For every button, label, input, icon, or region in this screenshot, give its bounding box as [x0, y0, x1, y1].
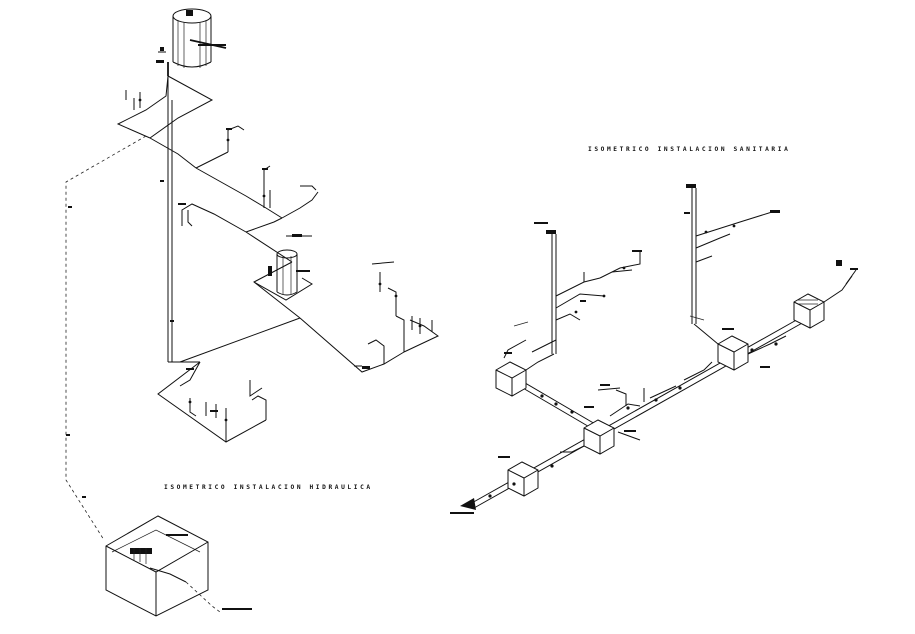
left-downpipe [503, 222, 642, 371]
sanitary-title: ISOMETRICO INSTALACION SANITARIA [588, 146, 790, 153]
registro-4 [717, 335, 749, 371]
water-heater [253, 249, 313, 301]
registro-5 [793, 293, 825, 329]
main-collector [450, 317, 805, 514]
registro-2 [583, 419, 615, 455]
right-downpipe [684, 184, 780, 345]
registro-1 [507, 461, 539, 497]
collector-branches [488, 260, 858, 498]
bottom-distribution [157, 361, 267, 443]
cistern [105, 515, 252, 617]
upper-distribution [116, 75, 319, 263]
supply-line [65, 135, 147, 541]
hydraulic-title: ISOMETRICO INSTALACION HIDRAULICA [164, 484, 373, 491]
hydraulic-isometric: ISOMETRICO INSTALACION HIDRAULICA [65, 8, 439, 617]
sanitary-isometric: ISOMETRICO INSTALACION SANITARIA [450, 146, 858, 514]
registro-3 [495, 361, 527, 397]
elevated-tank [156, 8, 227, 76]
lower-distribution [179, 261, 439, 373]
